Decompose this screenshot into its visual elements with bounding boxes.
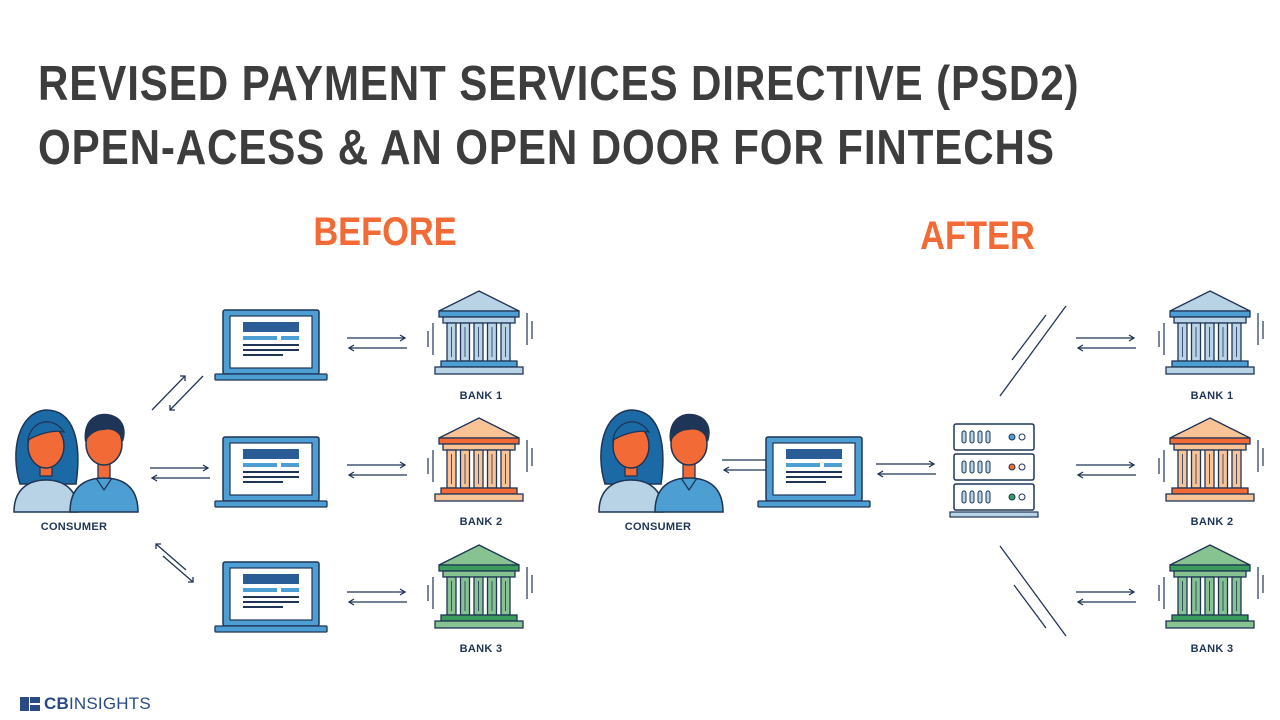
- after-arrow-bank2: [1075, 461, 1137, 479]
- before-laptop-1-icon: [214, 309, 328, 381]
- before-bank-2-label: BANK 2: [459, 516, 503, 528]
- after-bank-2-label: BANK 2: [1190, 516, 1234, 528]
- after-arrow-bank1: [1075, 334, 1137, 352]
- cb-insights-logo: CBINSIGHTS: [20, 694, 151, 714]
- before-arrow-consumer-laptop2: [149, 464, 211, 482]
- before-arrow-consumer-laptop1: [151, 375, 204, 411]
- before-arrow-laptop1-bank1: [346, 334, 408, 352]
- before-laptop-3-icon: [214, 561, 328, 633]
- after-consumer-icon: [598, 409, 724, 513]
- before-consumer-icon: [13, 409, 139, 513]
- cb-insights-logo-icon: [20, 697, 40, 711]
- after-bank-3-icon: [1158, 544, 1264, 629]
- before-laptop-2-icon: [214, 436, 328, 508]
- after-bank-2-icon: [1158, 417, 1264, 502]
- after-bank-1-icon: [1158, 290, 1264, 375]
- after-consumer-label: CONSUMER: [624, 521, 692, 533]
- page-title: REVISED PAYMENT SERVICES DIRECTIVE (PSD2…: [38, 52, 1079, 180]
- before-bank-3-label: BANK 3: [459, 643, 503, 655]
- after-laptop-icon: [757, 436, 871, 508]
- before-arrow-laptop3-bank3: [346, 588, 408, 606]
- before-bank-3-icon: [427, 544, 533, 629]
- title-line-1: REVISED PAYMENT SERVICES DIRECTIVE (PSD2…: [38, 57, 1080, 111]
- before-arrow-consumer-laptop3: [155, 543, 194, 583]
- before-bank-1-icon: [427, 290, 533, 375]
- after-connector-bank3: [999, 545, 1067, 637]
- before-consumer-label: CONSUMER: [40, 521, 108, 533]
- after-bank-1-label: BANK 1: [1190, 390, 1234, 402]
- logo-text-light: INSIGHTS: [68, 694, 151, 713]
- after-connector-bank1: [999, 305, 1067, 397]
- before-bank-2-icon: [427, 417, 533, 502]
- after-heading: AFTER: [920, 214, 1035, 258]
- after-server-icon: [949, 423, 1039, 518]
- before-bank-1-label: BANK 1: [459, 390, 503, 402]
- before-arrow-laptop2-bank2: [346, 461, 408, 479]
- after-arrow-laptop-server: [875, 460, 937, 478]
- title-line-2: OPEN-ACESS & AN OPEN DOOR FOR FINTECHS: [38, 121, 1055, 175]
- logo-text-bold: CB: [44, 694, 69, 713]
- after-arrow-bank3: [1075, 588, 1137, 606]
- before-heading: BEFORE: [313, 210, 457, 254]
- after-bank-3-label: BANK 3: [1190, 643, 1234, 655]
